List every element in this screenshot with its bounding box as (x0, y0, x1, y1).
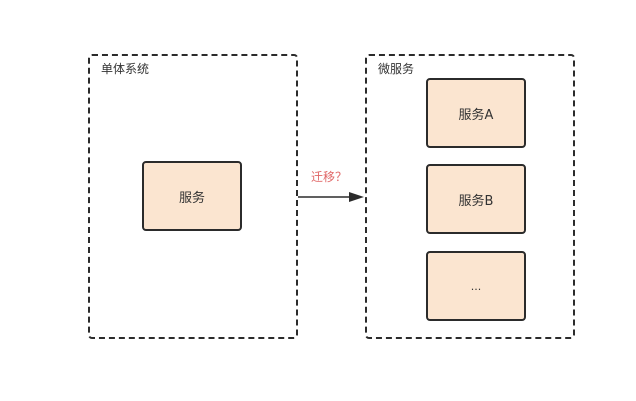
migration-label: 迁移？ (311, 170, 348, 184)
monolith-service-box: 服务 (142, 161, 242, 231)
service-b-box: 服务B (426, 164, 526, 234)
service-a-box: 服务A (426, 78, 526, 148)
more-services-box: ... (426, 251, 526, 321)
microservices-container (365, 54, 575, 339)
migration-arrow-head (349, 192, 364, 202)
monolith-container (88, 54, 298, 339)
monolith-title: 单体系统 (101, 62, 150, 76)
microservices-title: 微服务 (378, 62, 415, 76)
